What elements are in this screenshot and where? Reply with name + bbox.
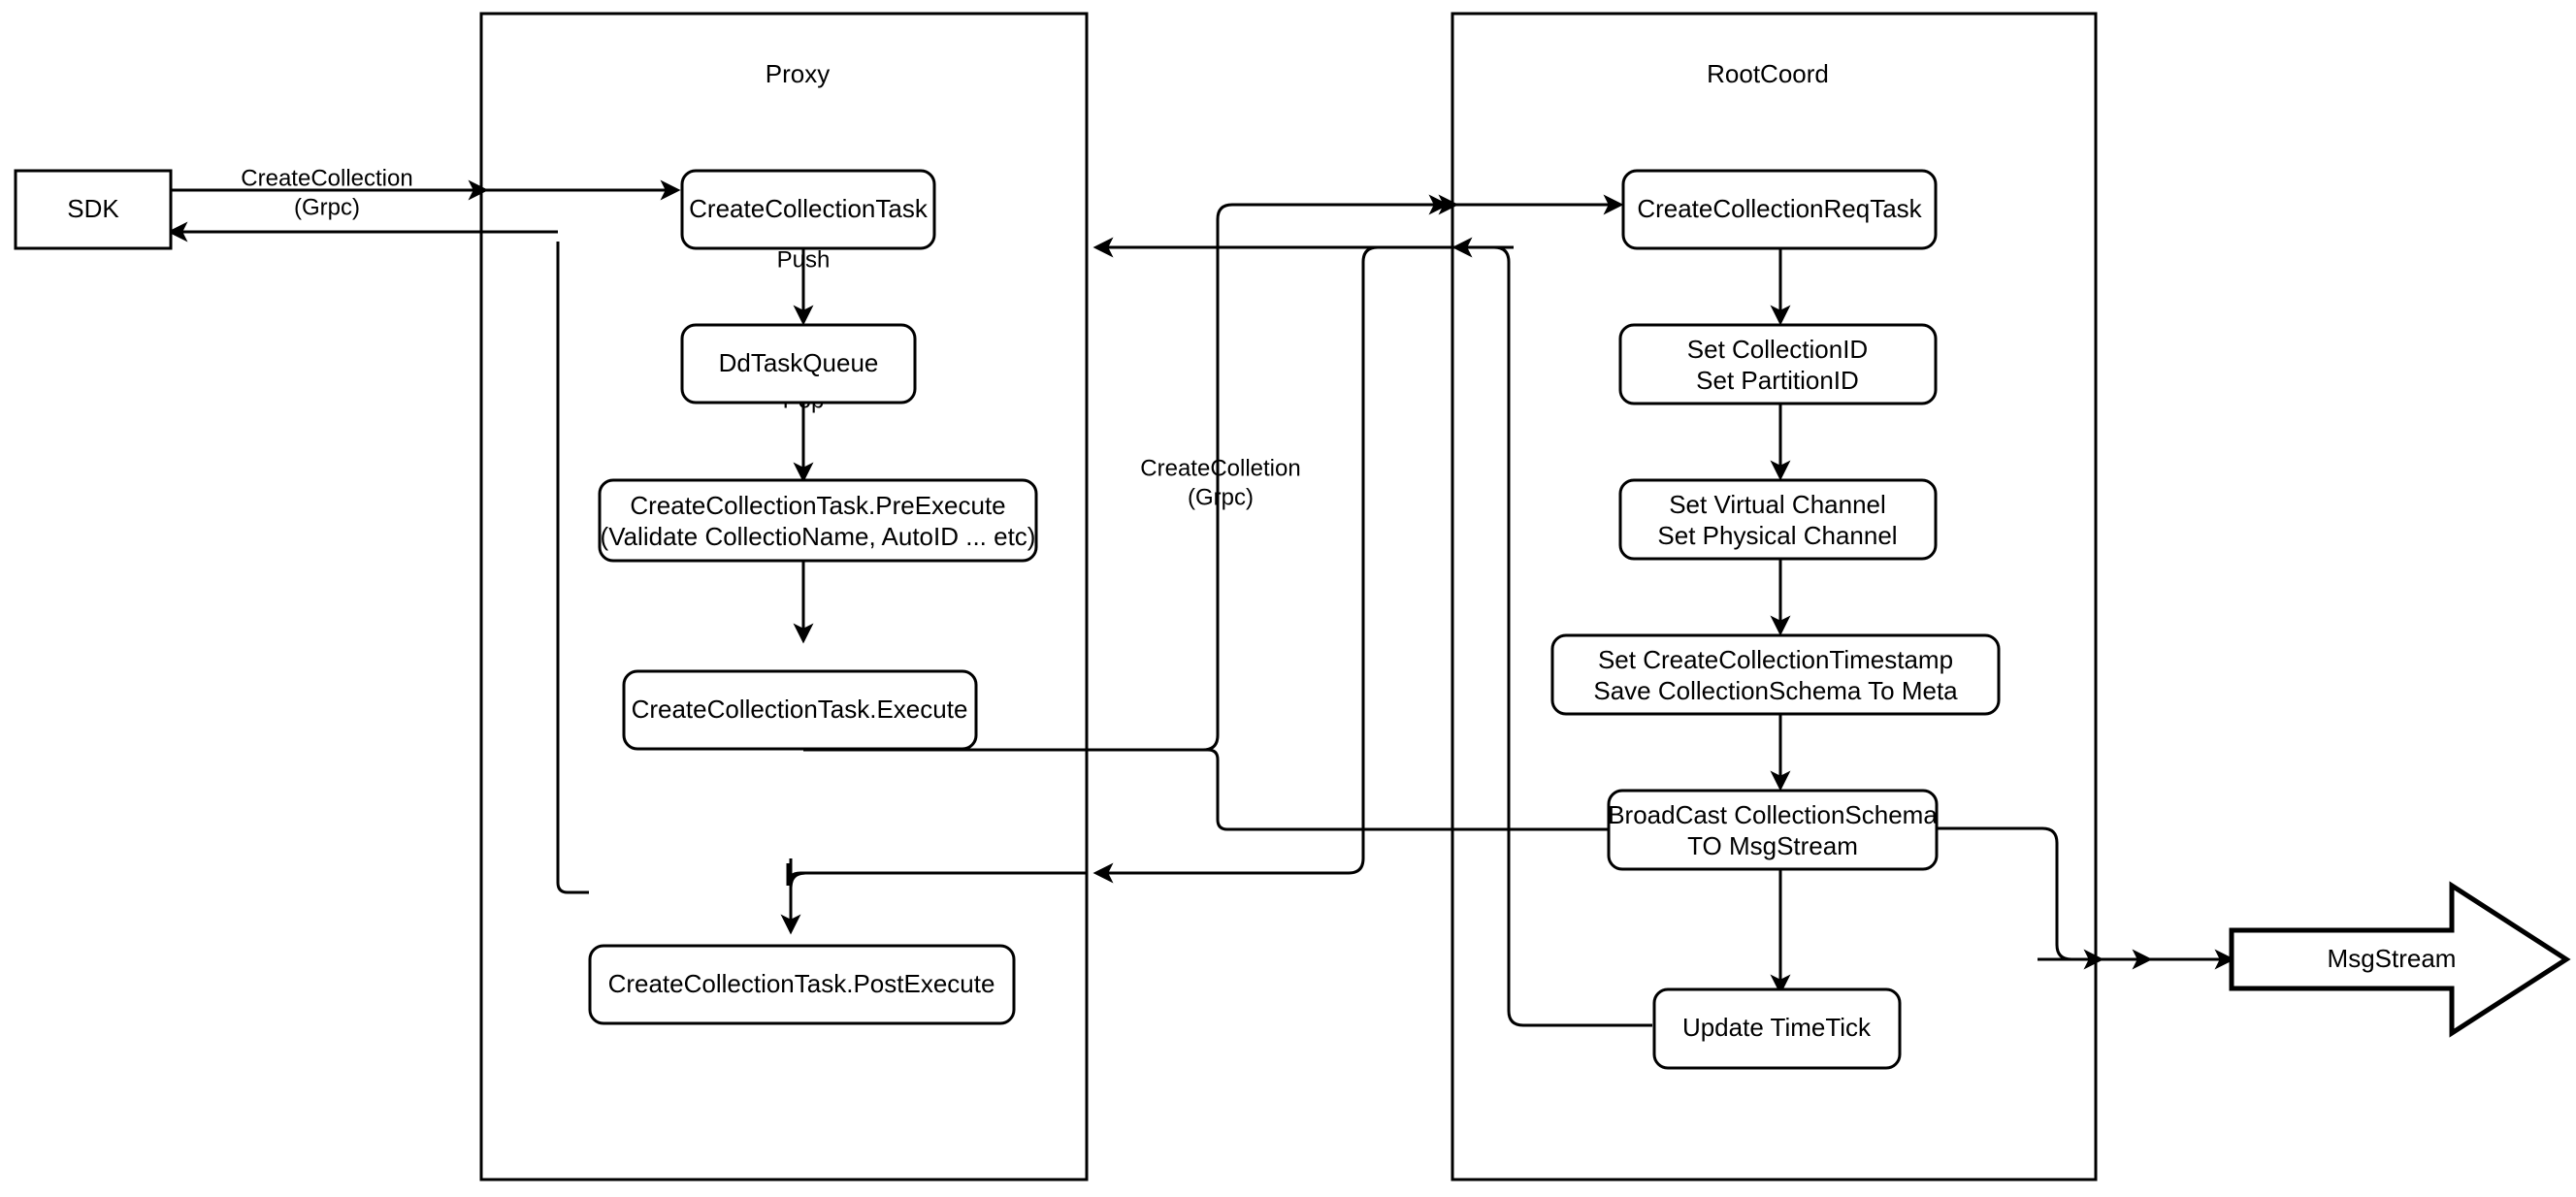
container-proxy: Proxy xyxy=(479,12,1089,1181)
edge-label-create-collection-grpc-line2: (Grpc) xyxy=(294,194,360,220)
node-pre-execute[interactable]: CreateCollectionTask.PreExecute (Validat… xyxy=(598,478,1038,563)
node-save-meta-label-line2: Save CollectionSchema To Meta xyxy=(1593,676,1958,705)
edge-label-create-collection-grpc-line1: CreateCollection xyxy=(241,165,412,191)
edge-label-create-colletion-grpc-line1: CreateColletion xyxy=(1140,455,1300,481)
node-save-meta-label-line1: Set CreateCollectionTimestamp xyxy=(1598,645,1953,674)
node-sdk[interactable]: SDK xyxy=(14,169,173,250)
node-sdk-label: SDK xyxy=(67,194,119,223)
edge-execute-to-rootcoord-stub xyxy=(803,748,1611,831)
node-dd-task-queue-label: DdTaskQueue xyxy=(719,348,879,377)
node-broadcast[interactable]: BroadCast CollectionSchema TO MsgStream xyxy=(1607,789,1939,871)
node-post-execute[interactable]: CreateCollectionTask.PostExecute xyxy=(588,944,1016,1025)
node-update-timetick-label: Update TimeTick xyxy=(1682,1013,1872,1042)
node-create-collection-task-label: CreateCollectionTask xyxy=(689,194,929,223)
node-broadcast-label-line1: BroadCast CollectionSchema xyxy=(1608,800,1938,829)
node-pre-execute-label-line2: (Validate CollectioName, AutoID ... etc) xyxy=(601,522,1036,551)
edge-post-execute-to-sdk-riser xyxy=(556,242,589,894)
node-post-execute-label: CreateCollectionTask.PostExecute xyxy=(608,969,995,998)
edge-return-bend xyxy=(789,871,1077,889)
node-save-meta[interactable]: Set CreateCollectionTimestamp Save Colle… xyxy=(1550,633,2001,716)
edge-label-create-colletion-grpc-line2: (Grpc) xyxy=(1188,484,1254,510)
node-execute[interactable]: CreateCollectionTask.Execute xyxy=(622,669,978,751)
edge-return-riser-to-proxy xyxy=(1145,245,1446,875)
node-set-ids-label-line2: Set PartitionID xyxy=(1696,366,1859,395)
node-broadcast-label-line2: TO MsgStream xyxy=(1687,831,1858,860)
node-set-channel-label-line1: Set Virtual Channel xyxy=(1669,490,1886,519)
node-create-collection-req-task-label: CreateCollectionReqTask xyxy=(1637,194,1922,223)
node-update-timetick[interactable]: Update TimeTick xyxy=(1652,987,1902,1070)
container-rootcoord-label: RootCoord xyxy=(1707,59,1829,88)
edge-broadcast-to-msgstream-router xyxy=(1934,826,2153,970)
node-msgstream[interactable]: MsgStream xyxy=(2229,881,2571,1038)
node-dd-task-queue[interactable]: DdTaskQueue xyxy=(680,323,917,404)
node-set-channel[interactable]: Set Virtual Channel Set Physical Channel xyxy=(1618,478,1938,561)
edge-label-push: Push xyxy=(777,246,831,273)
node-msgstream-label: MsgStream xyxy=(2328,944,2457,973)
node-create-collection-task[interactable]: CreateCollectionTask xyxy=(680,169,936,250)
container-rootcoord: RootCoord xyxy=(1451,12,2098,1181)
node-set-ids[interactable]: Set CollectionID Set PartitionID xyxy=(1618,323,1938,405)
container-proxy-label: Proxy xyxy=(766,59,830,88)
node-execute-label: CreateCollectionTask.Execute xyxy=(632,695,968,724)
node-create-collection-req-task[interactable]: CreateCollectionReqTask xyxy=(1621,169,1938,250)
edge-execute-to-rootcoord xyxy=(803,194,1450,752)
node-set-channel-label-line2: Set Physical Channel xyxy=(1657,521,1897,550)
node-set-ids-label-line1: Set CollectionID xyxy=(1687,335,1868,364)
node-pre-execute-label-line1: CreateCollectionTask.PreExecute xyxy=(630,491,1005,520)
